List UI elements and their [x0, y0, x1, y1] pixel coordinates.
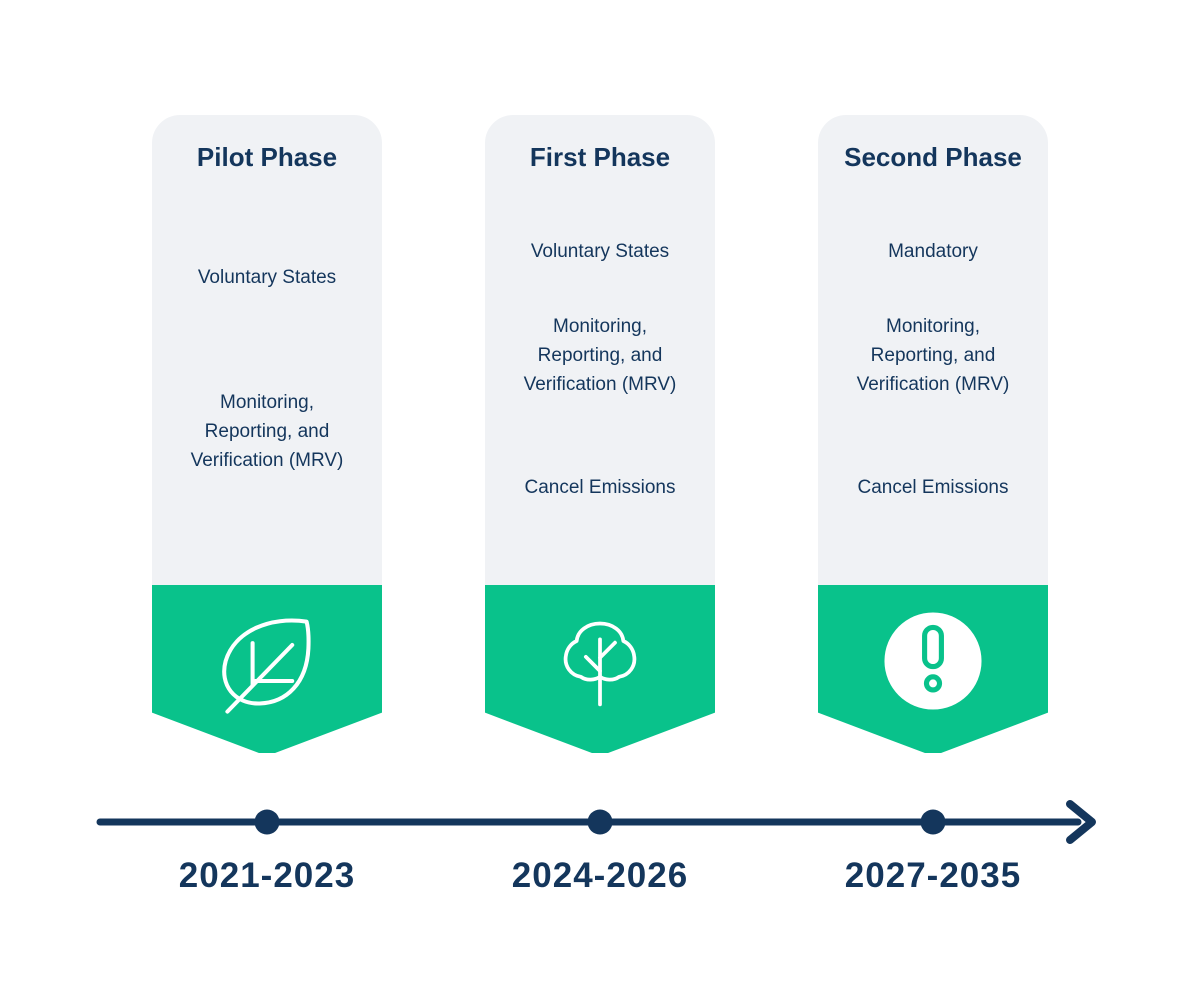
phase-item: Cancel Emissions	[524, 477, 676, 498]
phase-card-body: Pilot Phase Voluntary States Monitoring,…	[152, 115, 382, 585]
timeline-dot-3	[920, 809, 946, 835]
phase-item: Mandatory	[888, 241, 978, 262]
phase-item: Monitoring, Reporting, and Verification …	[190, 392, 344, 471]
timeline-dot-1	[254, 809, 280, 835]
phase-card-second: Second Phase Mandatory Monitoring, Repor…	[818, 115, 1048, 753]
phase-item: Voluntary States	[530, 241, 670, 262]
phase-card-body: First Phase Voluntary States Monitoring,…	[485, 115, 715, 585]
phase-title: First Phase	[529, 142, 671, 172]
phase-banner	[485, 585, 715, 753]
tree-icon	[563, 621, 637, 707]
phase-card-first: First Phase Voluntary States Monitoring,…	[485, 115, 715, 753]
leaf-icon	[222, 618, 311, 714]
year-range-3: 2027-2035	[844, 856, 1022, 895]
phase-banner	[818, 585, 1048, 753]
timeline-axis	[96, 800, 1096, 844]
phase-banner	[152, 585, 382, 753]
arrowhead-icon	[1066, 800, 1096, 844]
phase-card-body: Second Phase Mandatory Monitoring, Repor…	[818, 115, 1048, 585]
year-range-1: 2021-2023	[178, 856, 356, 895]
phase-title: Pilot Phase	[196, 142, 338, 172]
phase-title: Second Phase	[844, 142, 1022, 172]
timeline-dot-2	[587, 809, 613, 835]
year-range-2: 2024-2026	[511, 856, 689, 895]
phase-item: Monitoring, Reporting, and Verification …	[523, 316, 677, 395]
phase-item: Cancel Emissions	[857, 477, 1009, 498]
phase-card-pilot: Pilot Phase Voluntary States Monitoring,…	[152, 115, 382, 753]
phase-item: Voluntary States	[197, 267, 337, 288]
alert-icon	[884, 612, 982, 710]
phase-item: Monitoring, Reporting, and Verification …	[856, 316, 1010, 395]
